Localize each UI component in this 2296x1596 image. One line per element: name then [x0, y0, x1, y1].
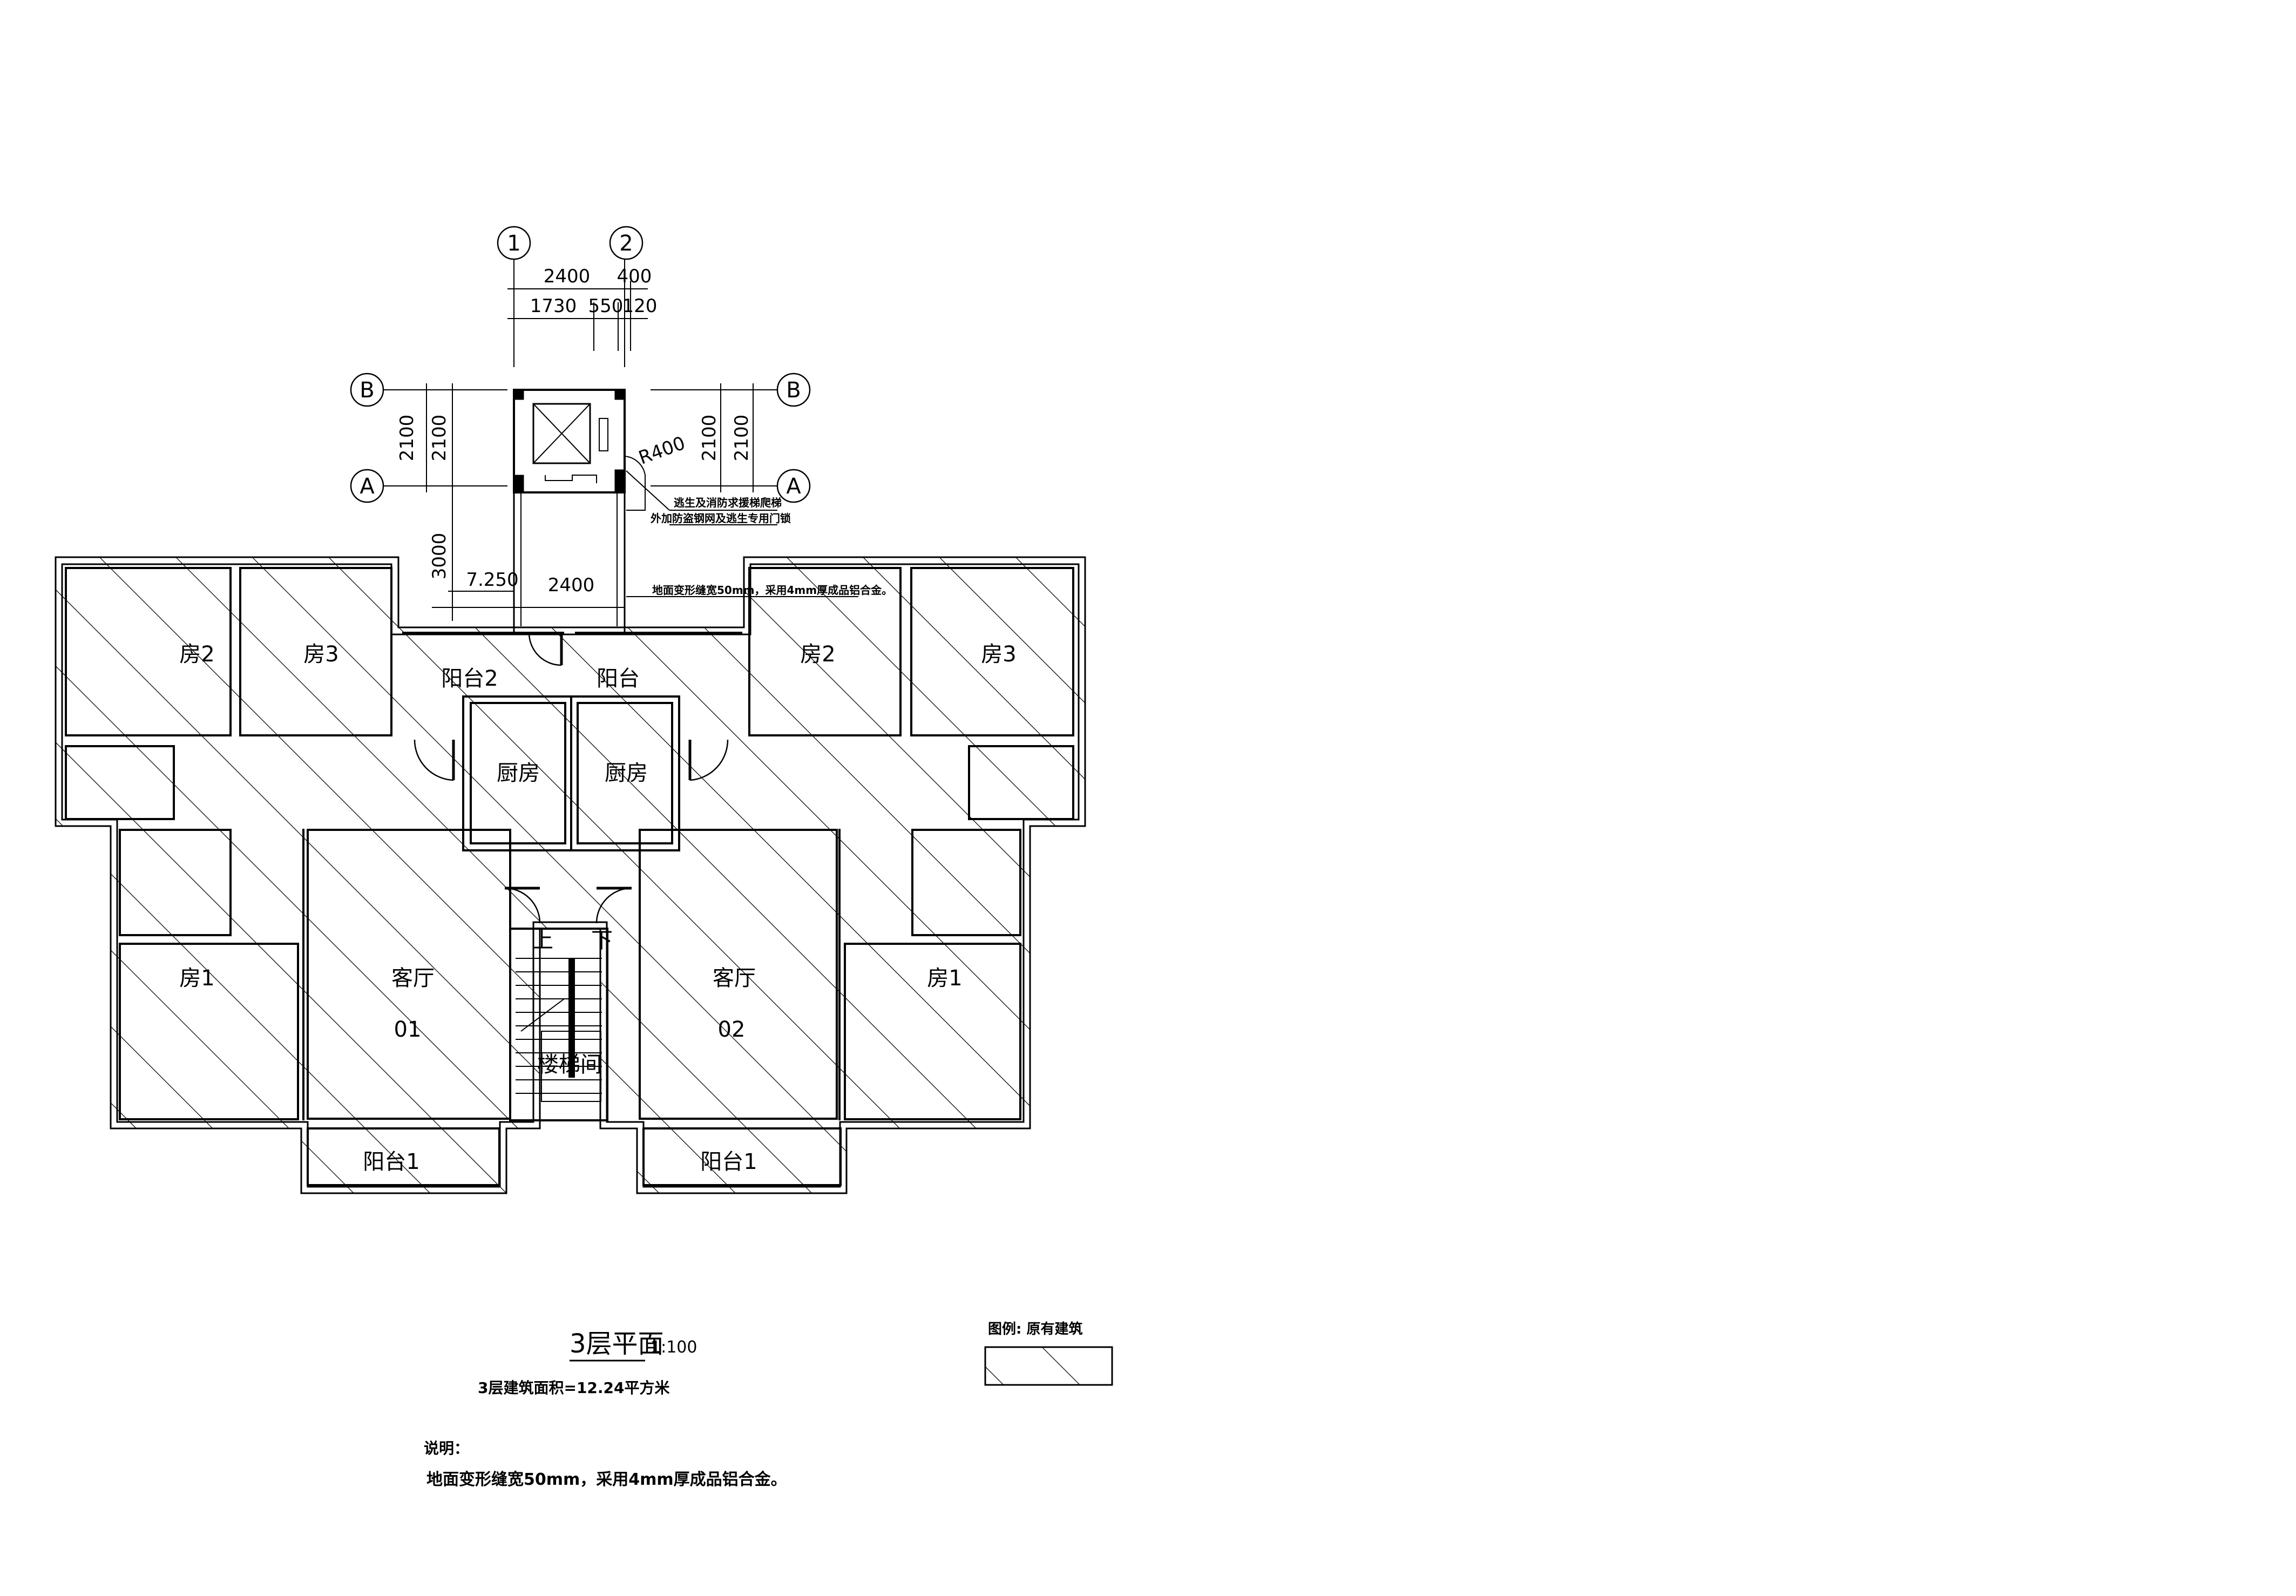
axis-label-1: 1: [507, 231, 520, 256]
door-callout: 外加防盗钢网及逃生专用门锁: [651, 512, 791, 525]
dim-seg2: 550: [588, 295, 624, 317]
interior-walls: [61, 563, 1080, 1188]
dim-top-right: 400: [617, 266, 652, 287]
joint-callout: 地面变形缝宽50mm，采用4mm厚成品铝合金。: [652, 584, 892, 597]
room-label-room1-left: 房1: [179, 966, 214, 991]
room-label-kitchen-right: 厨房: [605, 761, 648, 786]
grid-axis-a-left: A: [350, 469, 384, 503]
room-label-room2-right: 房2: [800, 642, 835, 667]
grid-axis-b-left: B: [350, 373, 384, 407]
dim-seg3: 120: [622, 295, 658, 317]
title-scale: 1:100: [651, 1338, 697, 1357]
dim-right-inner: 2100: [699, 415, 720, 462]
dim-seg1: 1730: [530, 295, 577, 317]
door-swings: [414, 632, 729, 924]
dim-bridge: 2400: [548, 574, 595, 596]
stair-callout: 逃生及消防求援梯爬梯: [674, 496, 782, 509]
room-label-balcony-mid: 阳台: [597, 666, 640, 691]
dim-top-total: 2400: [544, 266, 591, 287]
axis-label-a-left: A: [360, 474, 375, 499]
grid-axis-a-right: A: [776, 469, 811, 503]
room-label-kitchen-left: 厨房: [497, 761, 540, 786]
unit-number-right: 02: [718, 1017, 746, 1042]
notes-heading: 说明：: [424, 1439, 469, 1457]
existing-building: [55, 556, 1086, 1194]
dim-left-inner: 2100: [429, 415, 450, 462]
stair-down-label: 下: [591, 928, 613, 953]
dimension-lines: [426, 281, 858, 621]
radius-label: R400: [636, 432, 688, 469]
general-notes: 说明： 地面变形缝宽50mm，采用4mm厚成品铝合金。: [424, 1439, 787, 1489]
stair-treads: [516, 958, 602, 1102]
elevation-mark: 7.250: [466, 569, 518, 591]
axis-label-b-right: B: [786, 378, 801, 403]
room-label-balcony2: 阳台2: [441, 666, 498, 691]
grid-axis-b-right: B: [776, 373, 811, 407]
room-label-room1-right: 房1: [927, 966, 962, 991]
axis-label-a-right: A: [786, 474, 801, 499]
axis-label-2: 2: [619, 231, 633, 256]
dim-left-outer: 2100: [396, 415, 418, 462]
grid-axis-1: 1: [497, 226, 531, 260]
stair-up-label: 上: [532, 928, 553, 953]
legend-label: 图例: 原有建筑: [988, 1321, 1082, 1337]
grid-axis-2: 2: [609, 226, 644, 260]
dim-right-outer: 2100: [731, 415, 753, 462]
room-label-stairwell: 楼梯间: [537, 1052, 602, 1077]
room-label-living-left: 客厅: [391, 966, 435, 991]
room-label-room2-left: 房2: [179, 642, 214, 667]
notes-body: 地面变形缝宽50mm，采用4mm厚成品铝合金。: [426, 1470, 787, 1489]
room-label-balcony1-right: 阳台1: [700, 1149, 757, 1174]
new-elevator-shaft: [513, 389, 646, 634]
dim-corridor: 3000: [429, 533, 450, 580]
room-label-living-right: 客厅: [713, 966, 756, 991]
legend-swatch: [984, 1346, 1113, 1386]
axis-label-b-left: B: [360, 378, 374, 403]
room-label-balcony1-left: 阳台1: [363, 1149, 419, 1174]
room-label-room3-right: 房3: [981, 642, 1016, 667]
room-label-room3-left: 房3: [303, 642, 338, 667]
drawing-title: 3层平面 1:100 3层建筑面积=12.24平方米: [478, 1329, 697, 1397]
legend: 图例: 原有建筑: [984, 1321, 1113, 1386]
grid-lines: [383, 259, 777, 486]
unit-number-left: 01: [394, 1017, 422, 1042]
area-note: 3层建筑面积=12.24平方米: [478, 1379, 670, 1397]
title-main: 3层平面: [570, 1329, 664, 1359]
